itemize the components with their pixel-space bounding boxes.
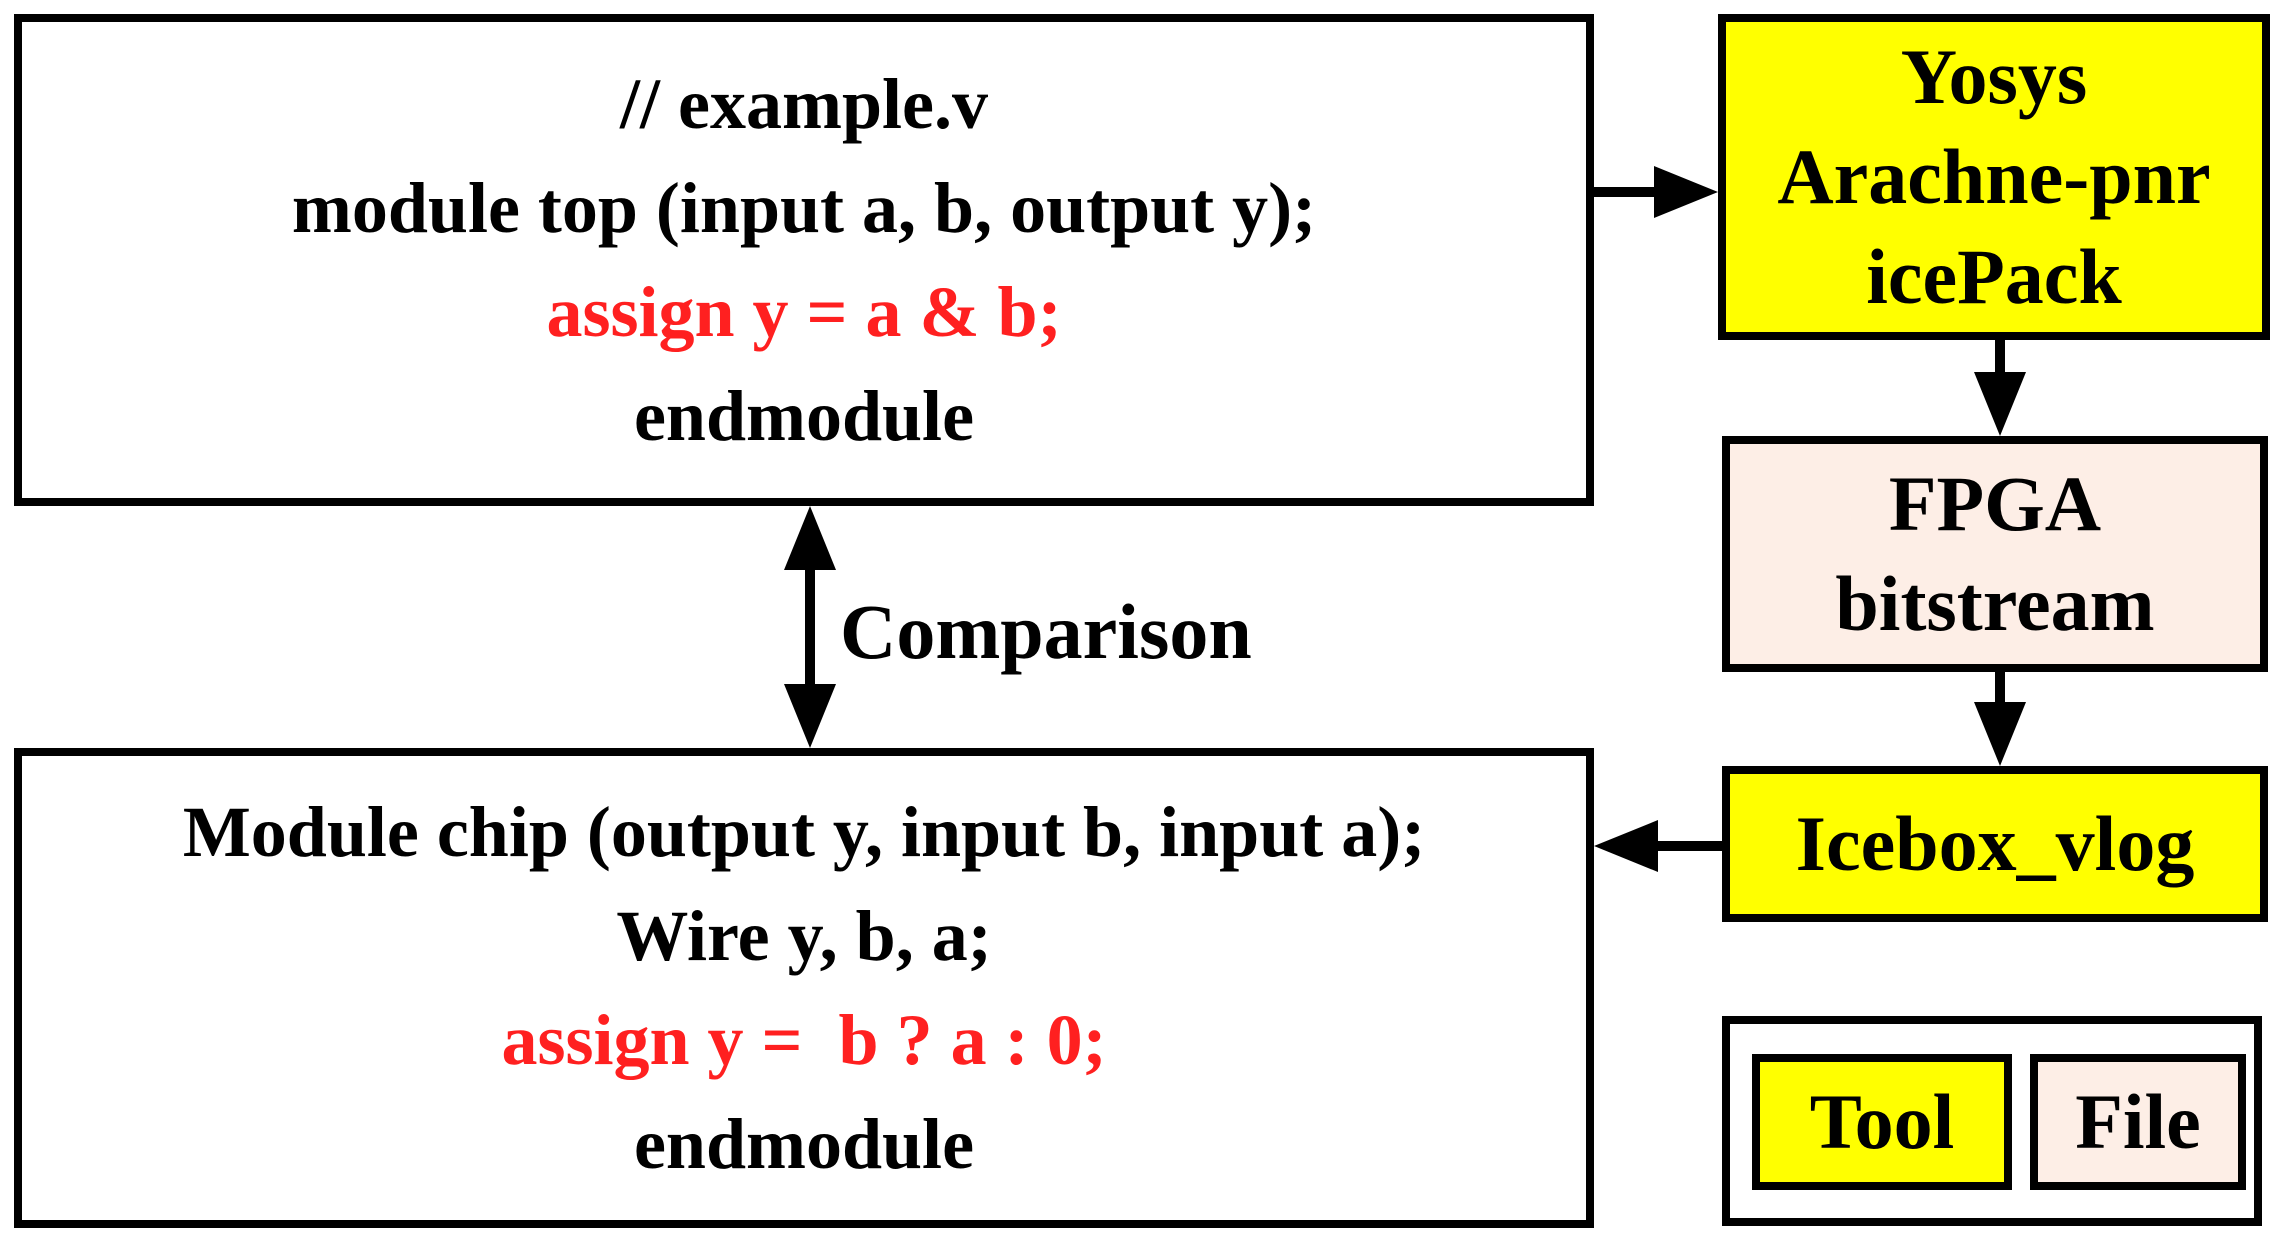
legend-tool: Tool [1752,1054,2012,1190]
toolchain-line-2: Arachne-pnr [1777,133,2211,220]
netlist-line-4: endmodule [633,1104,975,1184]
arrow-bitstream-to-icebox [1974,672,2026,766]
source-line-1: // example.v [620,64,988,144]
source-code-box: // example.v module top (input a, b, out… [14,14,1594,506]
arrow-source-to-toolchain [1594,166,1718,218]
bitstream-line-2: bitstream [1835,560,2155,647]
legend-tool-label: Tool [1809,1078,1955,1165]
source-line-2: module top (input a, b, output y); [291,168,1317,248]
icebox-label: Icebox_vlog [1795,800,2195,887]
arrow-toolchain-to-bitstream [1974,340,2026,436]
source-line-3: assign y = a & b; [546,272,1062,352]
legend-file-label: File [2075,1078,2201,1165]
netlist-code-box: Module chip (output y, input b, input a)… [14,748,1594,1228]
comparison-label: Comparison [840,588,1252,675]
toolchain-line-3: icePack [1866,233,2122,320]
arrow-icebox-to-netlist [1594,820,1722,872]
bitstream-line-1: FPGA [1888,460,2102,547]
arrow-comparison [784,506,836,748]
icebox-box: Icebox_vlog [1722,766,2268,922]
source-line-4: endmodule [633,376,975,456]
legend-file: File [2030,1054,2246,1190]
toolchain-box: Yosys Arachne-pnr icePack [1718,14,2270,340]
netlist-line-2: Wire y, b, a; [616,896,992,976]
legend: Tool File [1722,1016,2262,1226]
netlist-line-1: Module chip (output y, input b, input a)… [182,792,1426,872]
netlist-line-3: assign y = b ? a : 0; [501,1000,1107,1080]
bitstream-box: FPGA bitstream [1722,436,2268,672]
toolchain-line-1: Yosys [1900,33,2088,120]
